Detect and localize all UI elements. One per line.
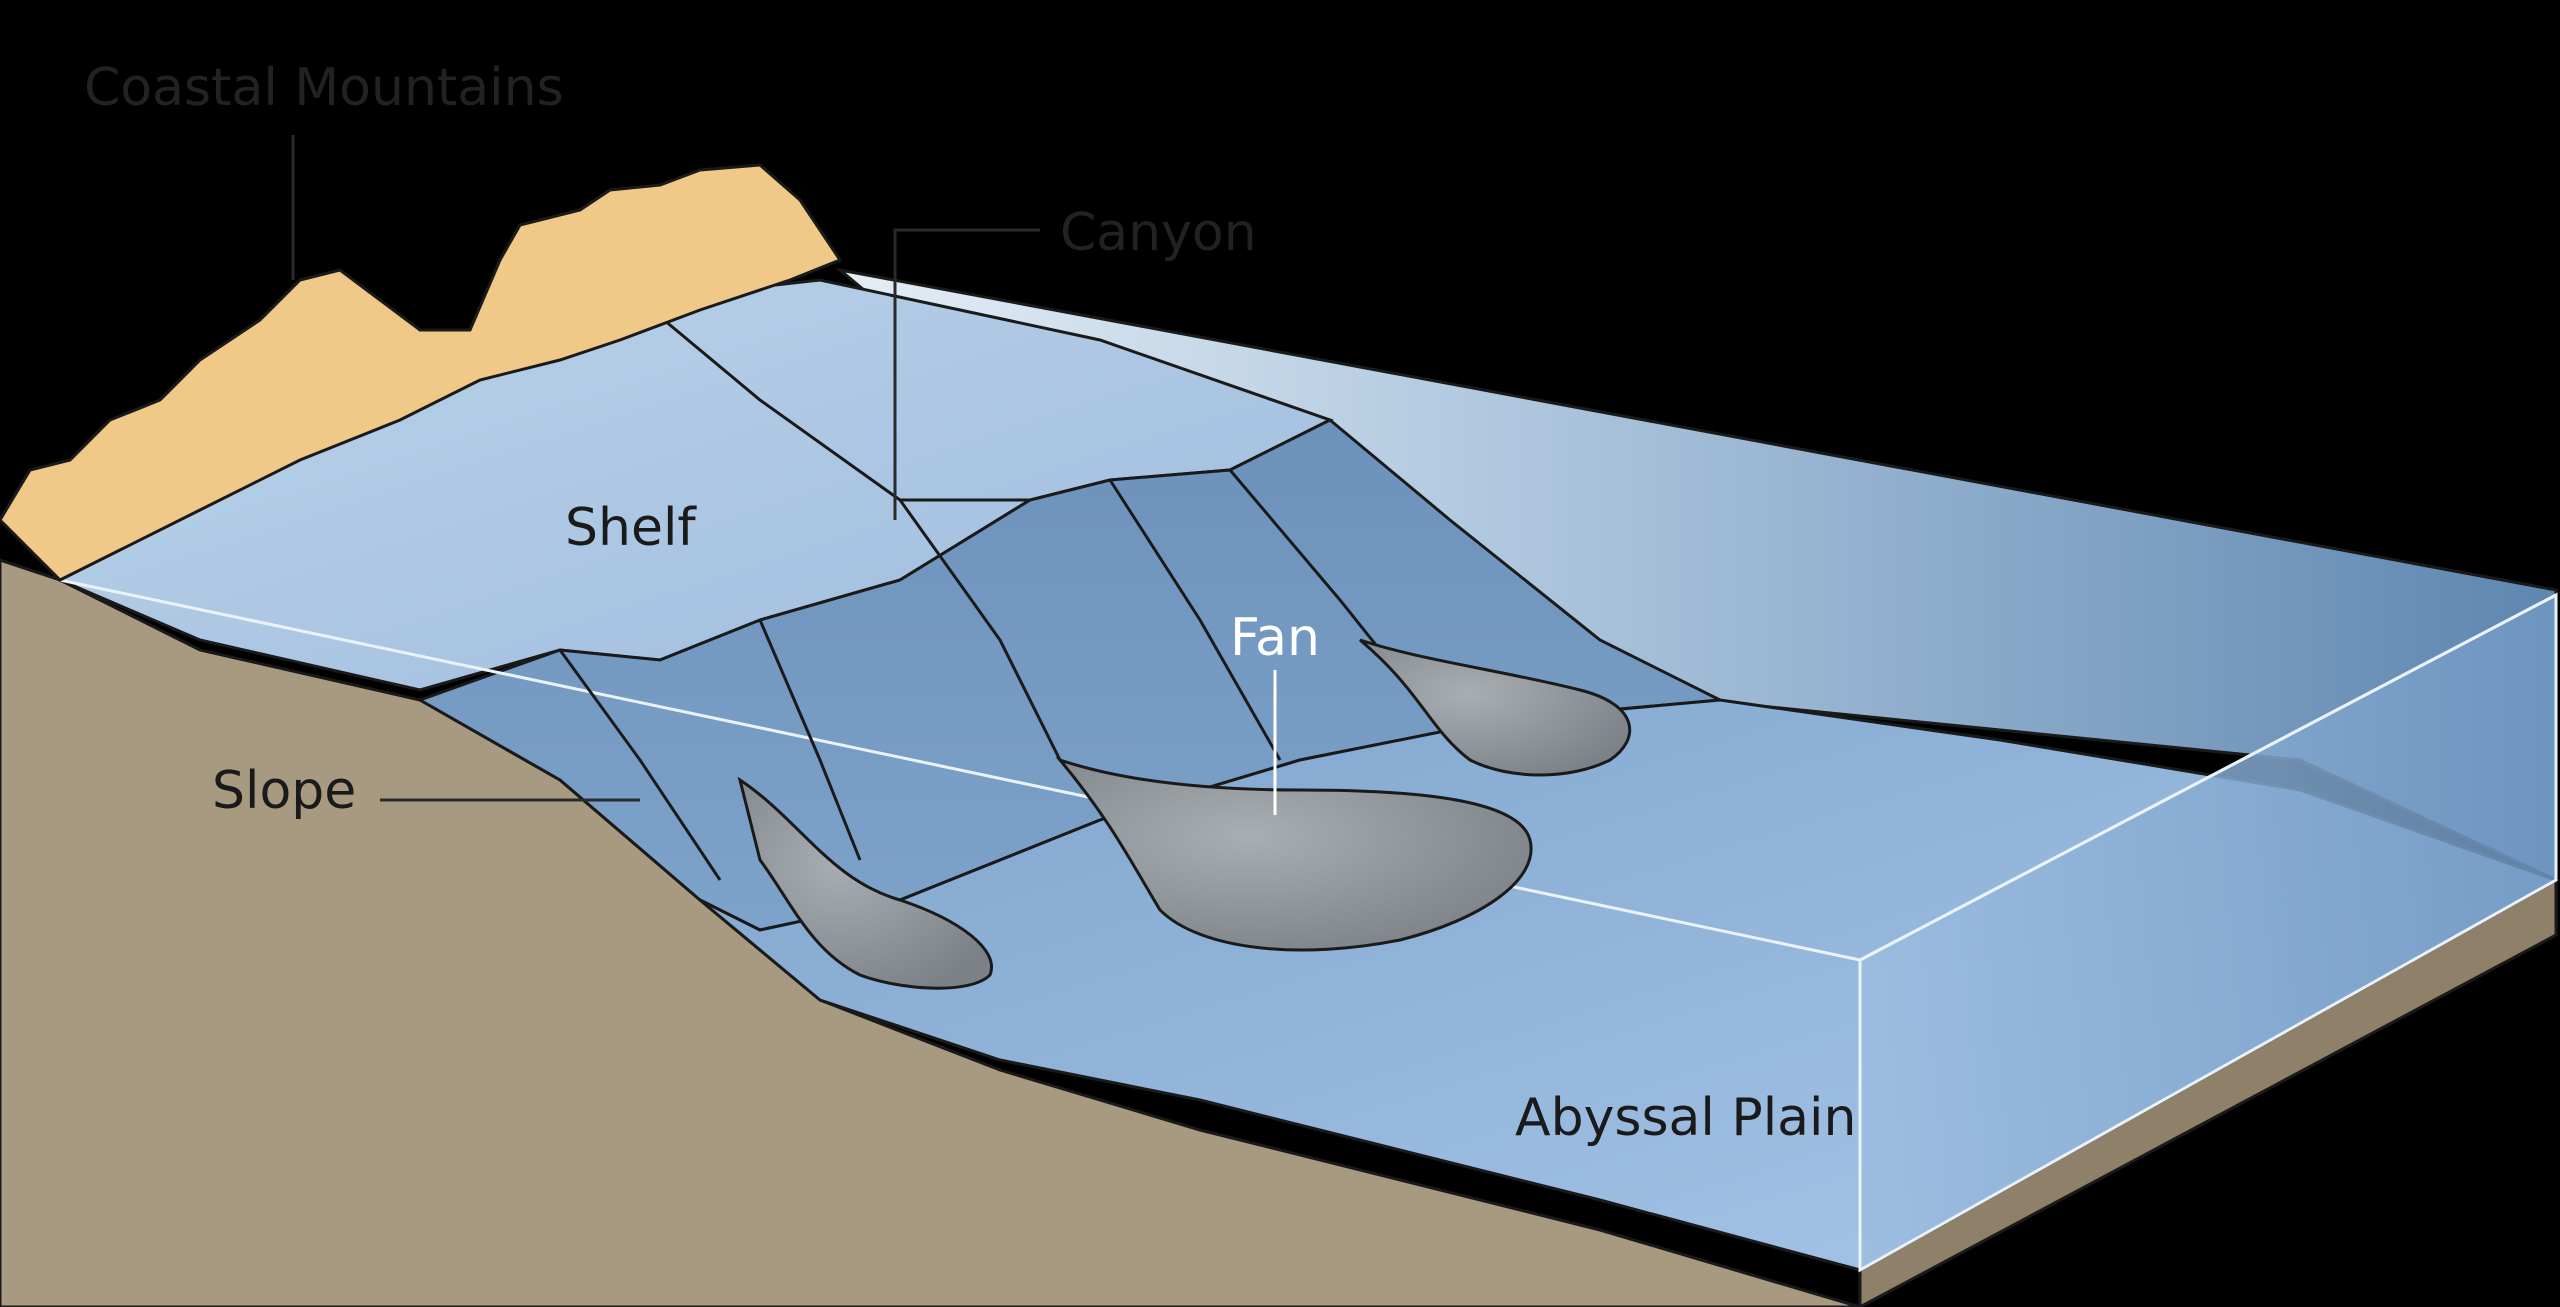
- leader-lines: [291, 135, 1277, 815]
- sediment-fan-2: [1055, 756, 1533, 952]
- label-slope: Slope: [212, 761, 356, 821]
- sediment-fan-3: [1359, 638, 1632, 777]
- label-coastal-mountains: Coastal Mountains: [84, 58, 564, 118]
- sediment-fan-1: [737, 776, 993, 990]
- water-block-outline: [59, 578, 2557, 1270]
- leader-canyon: [893, 228, 1040, 520]
- label-abyssal-plain: Abyssal Plain: [1515, 1088, 1856, 1148]
- coastal-mountains: [0, 163, 843, 582]
- label-canyon: Canyon: [1060, 203, 1257, 263]
- label-fan: Fan: [1230, 608, 1320, 668]
- label-shelf: Shelf: [565, 498, 697, 558]
